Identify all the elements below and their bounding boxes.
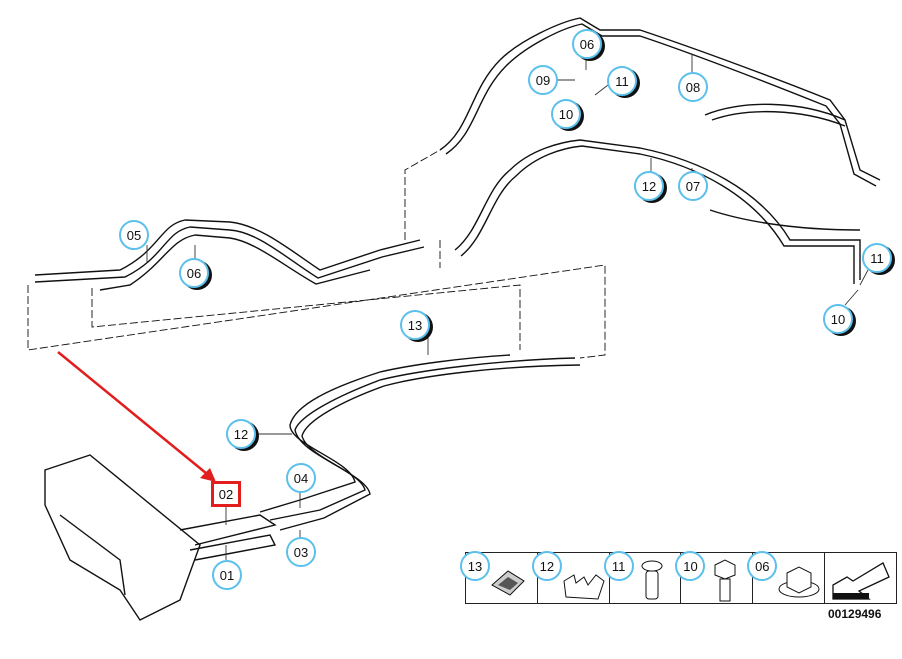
legend-item-pipe-clip[interactable]: 12 bbox=[531, 551, 610, 603]
clip-nut-icon bbox=[491, 570, 525, 596]
document-number: 00129496 bbox=[828, 607, 882, 621]
callout-10-right[interactable]: 10 bbox=[823, 304, 853, 334]
rivet-nut-icon bbox=[641, 560, 663, 600]
callout-05[interactable]: 05 bbox=[119, 220, 149, 250]
direction-arrow-icon bbox=[832, 562, 890, 600]
callout-13[interactable]: 13 bbox=[400, 310, 430, 340]
pipe-13 bbox=[269, 357, 576, 521]
callout-10-top[interactable]: 10 bbox=[551, 99, 581, 129]
legend-item-rivet-nut[interactable]: 11 bbox=[603, 551, 682, 603]
callout-11-right[interactable]: 11 bbox=[862, 243, 892, 273]
callout-07[interactable]: 07 bbox=[678, 171, 708, 201]
parts-legend: 13 12 11 10 06 bbox=[460, 551, 897, 604]
callout-08[interactable]: 08 bbox=[678, 72, 708, 102]
callout-12-mid[interactable]: 12 bbox=[634, 171, 664, 201]
legend-callout: 06 bbox=[747, 551, 778, 581]
legend-item-clip-nut[interactable]: 13 bbox=[460, 551, 538, 603]
legend-item-hex-bolt[interactable]: 10 bbox=[675, 551, 754, 603]
legend-item-direction-arrow bbox=[825, 553, 896, 603]
callout-03[interactable]: 03 bbox=[286, 537, 316, 567]
valve-block bbox=[44, 454, 201, 621]
callout-06-top[interactable]: 06 bbox=[572, 29, 602, 59]
callout-12-low[interactable]: 12 bbox=[226, 419, 256, 449]
pipe-clip-icon bbox=[563, 574, 605, 600]
callout-01[interactable]: 01 bbox=[212, 560, 242, 590]
callout-06-mid[interactable]: 06 bbox=[179, 258, 209, 288]
legend-callout: 13 bbox=[460, 551, 490, 581]
callout-11-top[interactable]: 11 bbox=[607, 66, 637, 96]
pipe-08 bbox=[439, 17, 881, 181]
callout-02-highlighted[interactable]: 02 bbox=[211, 481, 241, 507]
hex-bolt-icon bbox=[714, 559, 736, 602]
hex-nut-icon bbox=[778, 566, 820, 598]
callout-04[interactable]: 04 bbox=[286, 463, 316, 493]
red-pointer-arrow bbox=[57, 351, 216, 482]
callout-09[interactable]: 09 bbox=[528, 65, 558, 95]
legend-callout: 12 bbox=[531, 551, 562, 581]
legend-item-hex-nut-collar[interactable]: 06 bbox=[747, 551, 826, 603]
legend-callout: 10 bbox=[675, 551, 706, 581]
pipe-05 bbox=[34, 219, 421, 276]
legend-callout: 11 bbox=[603, 551, 634, 581]
pipe-07 bbox=[454, 139, 861, 280]
